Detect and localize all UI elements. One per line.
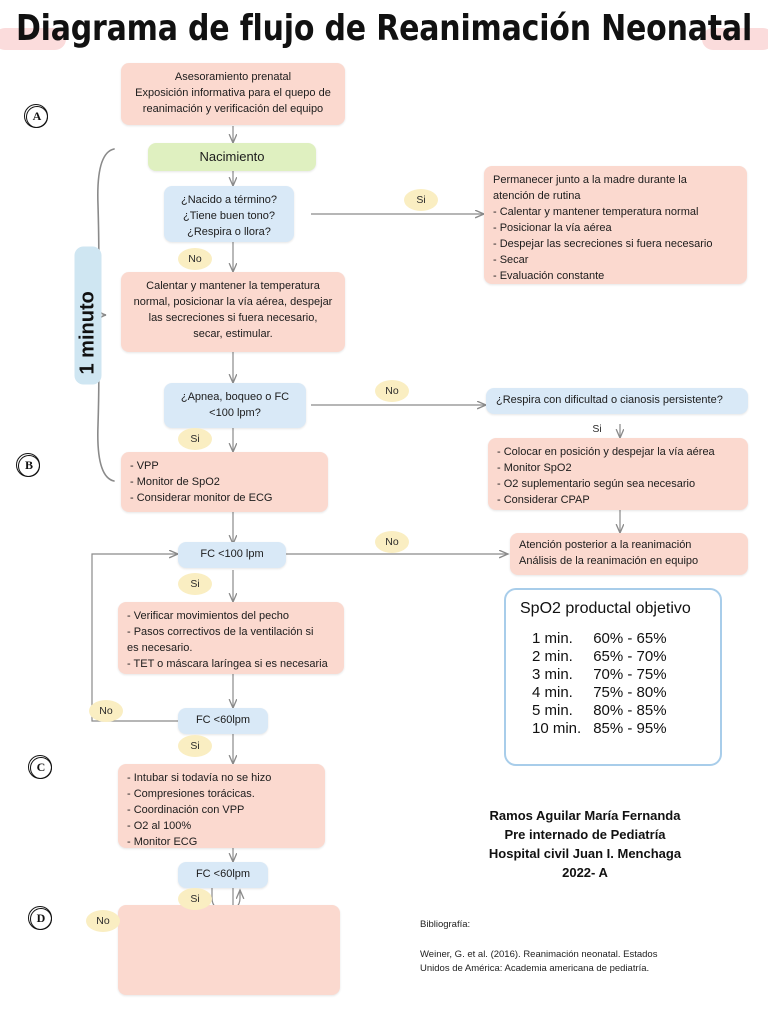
spo2-time: 3 min.: [532, 666, 573, 683]
node-prenatal: Asesoramiento prenatal Exposición inform…: [121, 63, 345, 125]
title-decoration-right-pill: [702, 28, 768, 50]
bibliography-heading: Bibliografía:: [420, 919, 471, 930]
section-marker-d: D: [28, 906, 52, 930]
edge-label-no-fc60-b: No: [86, 910, 120, 932]
edge-label-no-apnea: No: [375, 380, 409, 402]
edge-label-no-termino: No: [178, 248, 212, 270]
spo2-target-table: 1 min. 60% - 65% 2 min. 65% - 70% 3 min.…: [532, 630, 667, 738]
bibliography-entry: Weiner, G. et al. (2016). Reanimación ne…: [420, 949, 658, 975]
node-decision-apnea: ¿Apnea, boqueo o FC <100 lpm?: [164, 383, 306, 428]
table-row: 1 min. 60% - 65%: [532, 630, 667, 648]
table-row: 10 min. 85% - 95%: [532, 720, 667, 738]
spo2-time: 2 min.: [532, 648, 573, 665]
edge-label-si-apnea: Si: [178, 428, 212, 450]
spo2-range: 75% - 80%: [593, 684, 667, 701]
page-title-bar: Diagrama de flujo de Reanimación Neonata…: [0, 8, 768, 60]
author-credits: Ramos Aguilar María Fernanda Pre interna…: [488, 808, 682, 880]
one-minute-label: 1 minuto: [74, 246, 102, 385]
node-vpp: - VPP - Monitor de SpO2 - Considerar mon…: [121, 452, 328, 512]
edge-label-no-fc60-a: No: [89, 700, 123, 722]
section-marker-c: C: [28, 755, 52, 779]
title-decoration-left-pill: [0, 28, 66, 50]
node-permanecer-madre: Permanecer junto a la madre durante la a…: [484, 166, 747, 284]
node-decision-cianosis: ¿Respira con dificultad o cianosis persi…: [486, 388, 748, 414]
edge-label-no-fc100: No: [375, 531, 409, 553]
edge-label-si-cianosis: Si: [592, 423, 602, 435]
edge-label-si-fc60-a: Si: [178, 735, 212, 757]
page-title: Diagrama de flujo de Reanimación Neonata…: [15, 8, 753, 50]
one-minute-bracket: [95, 148, 115, 482]
spo2-time: 1 min.: [532, 630, 573, 647]
edge-label-si-fc100: Si: [178, 573, 212, 595]
node-verificar-movimientos: - Verificar movimientos del pecho - Paso…: [118, 602, 344, 674]
table-row: 2 min. 65% - 70%: [532, 648, 667, 666]
spo2-target-card: SpO2 productal objetivo 1 min. 60% - 65%…: [504, 588, 722, 766]
node-calentar-mantener: Calentar y mantener la temperatura norma…: [121, 272, 345, 352]
table-row: 5 min. 80% - 85%: [532, 702, 667, 720]
node-atencion-posterior: Atención posterior a la reanimación Anál…: [510, 533, 748, 575]
node-decision-fc60-a: FC <60lpm: [178, 708, 268, 734]
section-marker-b: B: [16, 453, 40, 477]
section-marker-a: A: [24, 104, 48, 128]
node-nacimiento: Nacimiento: [148, 143, 316, 171]
node-decision-termino: ¿Nacido a término? ¿Tiene buen tono? ¿Re…: [164, 186, 294, 242]
node-colocar-posicion: - Colocar en posición y despejar la vía …: [488, 438, 748, 510]
spo2-range: 70% - 75%: [593, 666, 667, 683]
node-adrelanina: [118, 905, 340, 995]
edge-label-si-fc60-b: Si: [178, 888, 212, 910]
spo2-time: 5 min.: [532, 702, 573, 719]
edge-label-si-termino: Si: [404, 189, 438, 211]
table-row: 4 min. 75% - 80%: [532, 684, 667, 702]
spo2-range: 85% - 95%: [593, 720, 667, 737]
node-decision-fc60-b: FC <60lpm: [178, 862, 268, 888]
spo2-range: 80% - 85%: [593, 702, 667, 719]
spo2-time: 10 min.: [532, 720, 582, 737]
spo2-range: 65% - 70%: [593, 648, 667, 665]
node-intubar: - Intubar si todavía no se hizo - Compre…: [118, 764, 325, 848]
spo2-range: 60% - 65%: [593, 630, 667, 647]
table-row: 3 min. 70% - 75%: [532, 666, 667, 684]
node-decision-fc100: FC <100 lpm: [178, 542, 286, 568]
spo2-card-title: SpO2 productal objetivo: [520, 600, 691, 617]
spo2-time: 4 min.: [532, 684, 573, 701]
